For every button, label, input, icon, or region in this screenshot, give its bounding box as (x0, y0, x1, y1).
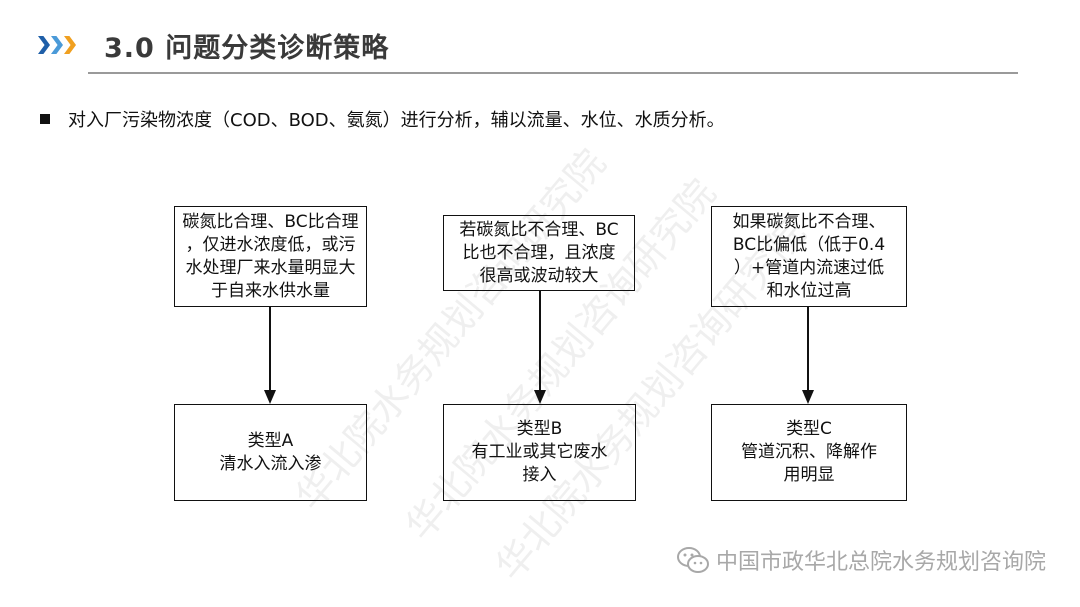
condition-line: ）+管道内流速过低 (733, 257, 885, 278)
condition-line: 水处理厂来水量明显大 (185, 257, 356, 278)
type-line: 用明显 (783, 465, 835, 485)
arrowhead-a (264, 390, 276, 404)
condition-box-a: 碳氮比合理、BC比合理 ，仅进水浓度低，或污 水处理厂来水量明显大 于自来水供水… (174, 206, 367, 307)
arrow-b (539, 291, 541, 391)
condition-line: BC比偏低（低于0.4 (732, 234, 886, 255)
condition-line: 如果碳氮比不合理、 (732, 211, 886, 232)
type-box-b: 类型B 有工业或其它废水 接入 (443, 404, 636, 501)
bullet-square-icon (40, 114, 50, 124)
title-divider (88, 72, 1018, 74)
arrow-c (807, 307, 809, 391)
condition-line: ，仅进水浓度低，或污 (185, 234, 356, 255)
bullet-text: 对入厂污染物浓度（COD、BOD、氨氮）进行分析，辅以流量、水位、水质分析。 (68, 110, 725, 131)
bullet-point: 对入厂污染物浓度（COD、BOD、氨氮）进行分析，辅以流量、水位、水质分析。 (40, 106, 725, 132)
chevron-icon (38, 36, 77, 54)
condition-line: 和水位过高 (766, 280, 852, 301)
footer-text: 中国市政华北总院水务规划咨询院 (715, 550, 1046, 575)
chevron-icon-3 (64, 36, 76, 54)
type-line: 接入 (522, 465, 557, 485)
condition-line: 碳氮比合理、BC比合理 (182, 211, 359, 232)
condition-line: 比也不合理，且浓度 (462, 242, 616, 263)
arrowhead-b (534, 390, 546, 404)
condition-line: 于自来水供水量 (211, 280, 330, 301)
condition-box-c: 如果碳氮比不合理、 BC比偏低（低于0.4 ）+管道内流速过低 和水位过高 (711, 206, 907, 307)
type-line: 清水入流入渗 (219, 453, 322, 474)
type-line: 有工业或其它废水 (471, 442, 608, 462)
type-line: 类型B (516, 419, 563, 439)
chevron-icon-1 (38, 36, 50, 54)
arrowhead-c (802, 390, 814, 404)
type-box-c: 类型C 管道沉积、降解作 用明显 (711, 404, 907, 501)
condition-line: 很高或波动较大 (479, 265, 599, 286)
arrow-a (269, 307, 271, 391)
type-line: 类型C (786, 419, 832, 439)
footer-watermark: 中国市政华北总院水务规划咨询院 (676, 544, 1046, 576)
type-box-a: 类型A 清水入流入渗 (174, 404, 367, 501)
condition-box-b: 若碳氮比不合理、BC 比也不合理，且浓度 很高或波动较大 (443, 215, 635, 291)
type-line: 管道沉积、降解作 (741, 442, 877, 462)
chevron-icon-2 (51, 36, 63, 54)
type-line: 类型A (247, 430, 294, 451)
wechat-icon (676, 547, 709, 573)
page-title: 3.0 问题分类诊断策略 (104, 33, 390, 64)
condition-line: 若碳氮比不合理、BC (459, 219, 619, 240)
